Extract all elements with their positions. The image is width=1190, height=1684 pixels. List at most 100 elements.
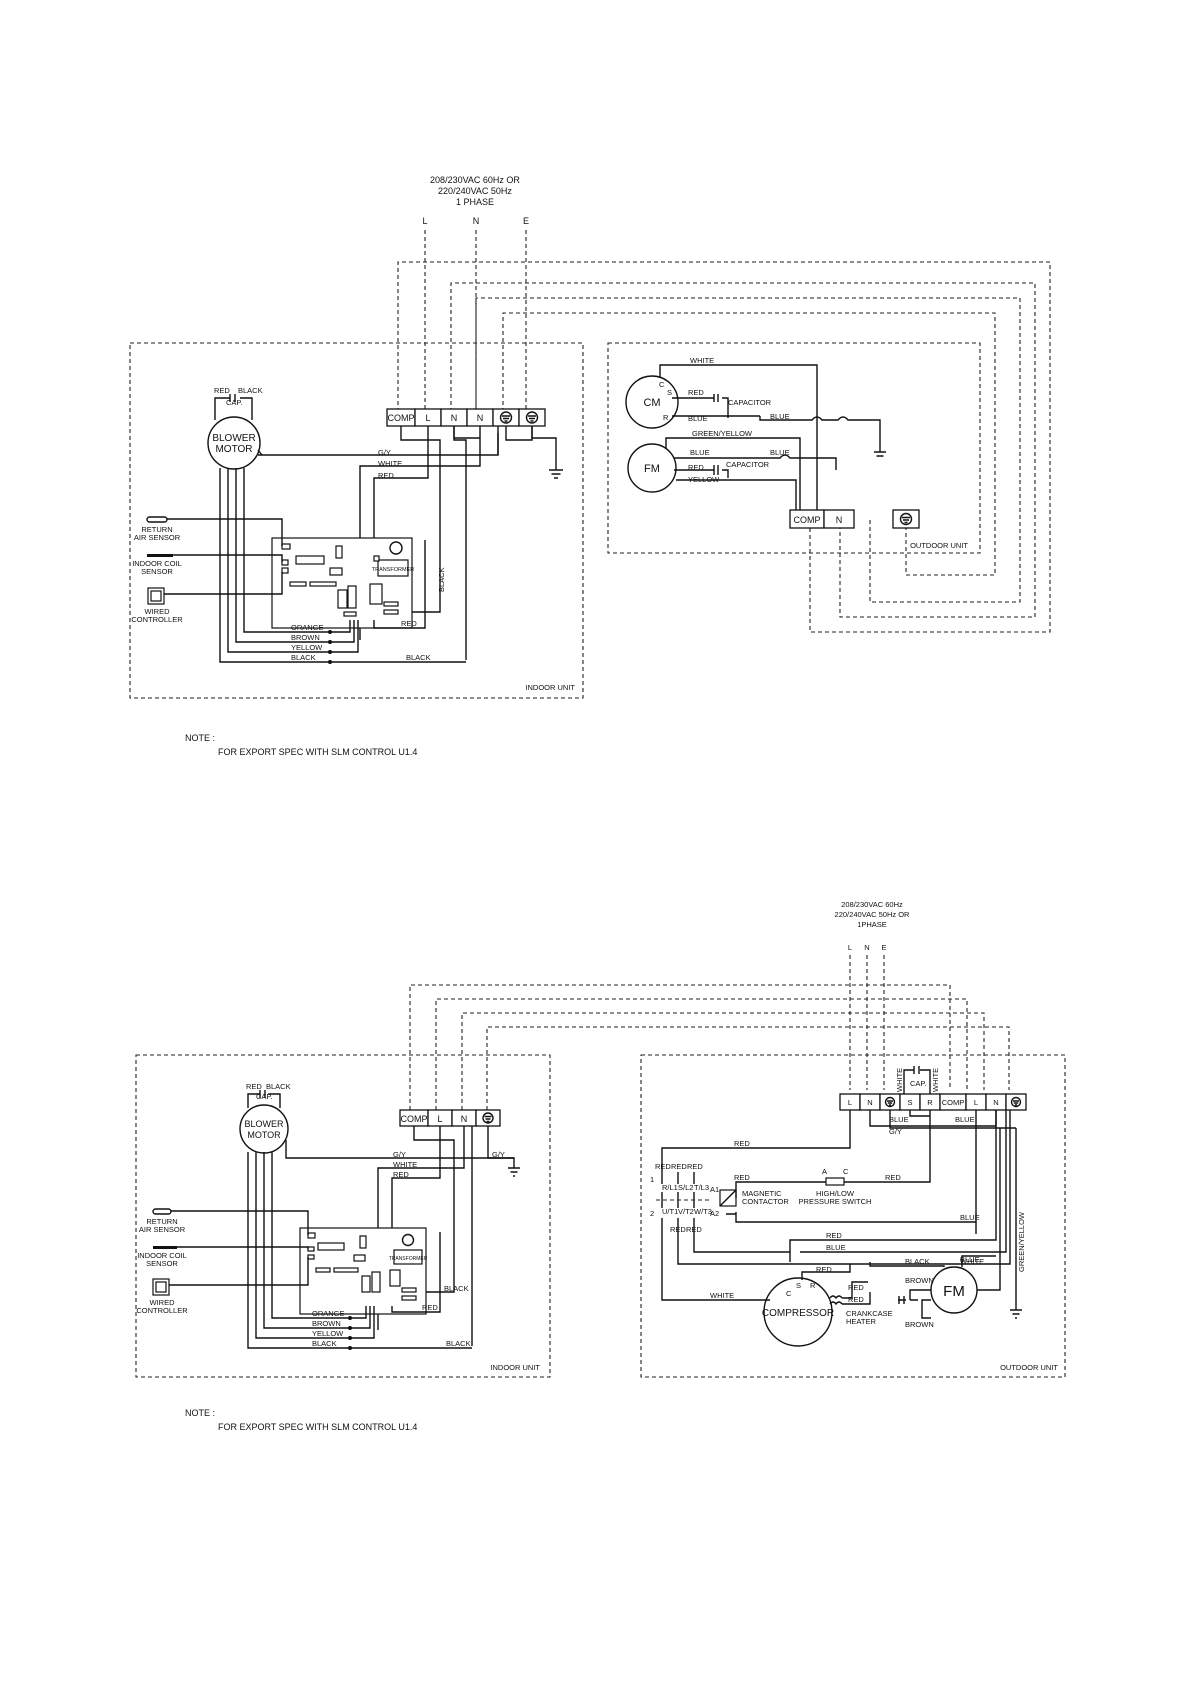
d2-sensor-3a: WIRED — [150, 1298, 176, 1307]
d2-crankcase-2: HEATER — [846, 1317, 876, 1326]
d2-red-e: RED — [686, 1225, 702, 1234]
d1-fm-blue: BLUE — [690, 448, 710, 457]
d2-supply-line-1: 208/230VAC 60Hz — [841, 900, 903, 909]
d2-supply-line-2: 220/240VAC 50Hz OR — [835, 910, 910, 919]
d2-red-f: RED — [734, 1139, 750, 1148]
d2-black: BLACK — [905, 1257, 930, 1266]
d1-term-comp: COMP — [388, 413, 415, 423]
d2-indoor-frame — [135, 1054, 551, 1378]
d2-interconnect-3 — [461, 1012, 985, 1110]
d2-blue-e: BLUE — [960, 1255, 980, 1264]
d1-lead-orange — [243, 468, 330, 633]
d2-red-a: RED — [655, 1162, 671, 1171]
d2-wire-red — [391, 1126, 441, 1232]
d2-sensor-2a: INDOOR COIL — [137, 1251, 187, 1260]
d2-cap-white-b: WHITE — [931, 1068, 940, 1092]
d1-wire-earth-bridge — [505, 426, 533, 441]
d2-red-c: RED — [687, 1162, 703, 1171]
d1-transformer-label: TRANSFORMER — [372, 567, 415, 573]
d1-label-red2: RED — [401, 619, 417, 628]
d2-ct-bot-3: W/T3 — [694, 1207, 712, 1216]
ground-icon — [549, 469, 563, 479]
d2-magnetic-contactor: RED RED RED R/L1 S/L2 T/L3 U/T1 V/T2 W/T… — [650, 1162, 789, 1234]
d1-cm-label: CM — [643, 397, 660, 409]
d2-cap-wire-red: RED — [246, 1082, 262, 1091]
d2-label-orange: ORANGE — [312, 1309, 345, 1318]
d2-supply-n: N — [864, 943, 869, 952]
d2-label-gy2: G/Y — [492, 1150, 505, 1159]
d2-interconnect-4 — [486, 1026, 1010, 1110]
d1-blower-label-2: MOTOR — [215, 444, 252, 455]
d1-cm-capacitor: CAPACITOR — [728, 398, 772, 407]
d2-out-term-n2: N — [993, 1098, 998, 1107]
d2-blower-label-2: MOTOR — [247, 1130, 281, 1140]
d2-blower-motor: BLOWER MOTOR RED BLACK CAP. — [239, 1082, 515, 1168]
d2-out-term-n1: N — [867, 1098, 872, 1107]
earth-icon — [525, 411, 539, 424]
d2-sensor-3b: CONTROLLER — [136, 1306, 188, 1315]
earth-icon — [1010, 1096, 1022, 1108]
d1-sensor-2b: SENSOR — [141, 567, 173, 576]
d1-label-brown: BROWN — [291, 633, 320, 642]
d1-indoor-terminal-block: COMP L N N — [386, 408, 546, 427]
d1-indoor-unit-label: INDOOR UNIT — [525, 683, 575, 692]
d2-wired-controller: WIRED CONTROLLER — [136, 1257, 309, 1315]
d1-cap-wire-black: BLACK — [238, 386, 263, 395]
d1-fm-capacitor: CAPACITOR — [726, 460, 770, 469]
d2-outdoor-unit-label: OUTDOOR UNIT — [1000, 1363, 1058, 1372]
d1-supply-e: E — [523, 216, 529, 226]
d2-comp-c: C — [786, 1289, 792, 1298]
d2-out-term-l2: L — [974, 1098, 978, 1107]
d2-comp-s: S — [796, 1281, 801, 1290]
d1-wire-red — [373, 426, 429, 540]
d2-cap-label: CAP. — [256, 1092, 273, 1101]
earth-icon — [884, 1096, 896, 1108]
d1-wire-black-board — [453, 426, 467, 660]
d2-red-h: RED — [885, 1173, 901, 1182]
d2-term-l: L — [437, 1114, 442, 1124]
d2-label-yellow: YELLOW — [312, 1329, 344, 1338]
d1-term-l: L — [425, 413, 430, 423]
d1-cm-white: WHITE — [690, 356, 714, 365]
d1-wire-n-bridge — [453, 426, 480, 439]
d1-wired-controller: WIRED CONTROLLER — [131, 572, 283, 624]
d2-ct-bot-1: U/T1 — [662, 1207, 678, 1216]
d1-label-yellow: YELLOW — [291, 643, 323, 652]
d2-ct-num-1: 1 — [650, 1175, 654, 1184]
d2-out-term-l1: L — [848, 1098, 852, 1107]
d1-note-text: FOR EXPORT SPEC WITH SLM CONTROL U1.4 — [218, 747, 417, 757]
d2-label-brown: BROWN — [312, 1319, 341, 1328]
d1-indoor-coil-sensor: INDOOR COIL SENSOR — [132, 554, 283, 576]
d2-label-gy: G/Y — [393, 1150, 406, 1159]
d1-return-air-sensor: RETURN AIR SENSOR — [134, 516, 283, 546]
d2-ct-bot-2: V/T2 — [678, 1207, 694, 1216]
diagram-2: 208/230VAC 60Hz 220/240VAC 50Hz OR 1PHAS… — [135, 900, 1066, 1432]
d1-cm-r: R — [663, 413, 669, 422]
d2-out-term-r: R — [927, 1098, 933, 1107]
d2-label-black3: BLACK — [446, 1339, 471, 1348]
d2-indoor-unit: INDOOR UNIT COMP L N BLOWER MOTOR RED BL… — [135, 1054, 551, 1378]
d2-out-term-s: S — [907, 1098, 912, 1107]
d2-sensor-2b: SENSOR — [146, 1259, 178, 1268]
d1-cm-blue: BLUE — [688, 414, 708, 423]
d2-term-n: N — [461, 1114, 468, 1124]
d1-sensor-3b: CONTROLLER — [131, 615, 183, 624]
d1-sensor-1b: AIR SENSOR — [134, 533, 181, 542]
d2-white-d: WHITE — [960, 1257, 984, 1266]
d2-label-red2: RED — [422, 1303, 438, 1312]
d1-outdoor-terminal-block: COMP N — [789, 509, 920, 529]
d1-lead-yellow — [227, 468, 330, 653]
d2-a2: A2 — [710, 1209, 719, 1218]
d2-interconnect-2 — [435, 998, 968, 1110]
d2-outdoor-terminal-block: L N S R COMP L N — [839, 1093, 1027, 1111]
d1-outdoor-unit-label: OUTDOOR UNIT — [910, 541, 968, 550]
d1-blower-label-1: BLOWER — [212, 433, 255, 444]
d2-pressure-switch: A C HIGH/LOW PRESSURE SWITCH — [799, 1167, 872, 1206]
earth-icon — [482, 1112, 494, 1124]
d1-indoor-unit: INDOOR UNIT COMP L N N BLOWER MOTOR RED … — [129, 342, 584, 699]
d1-cap-label: CAP. — [226, 398, 243, 407]
d1-cm-s: S — [667, 388, 672, 397]
d2-blue-b: BLUE — [955, 1115, 975, 1124]
d2-sensor-1b: AIR SENSOR — [139, 1225, 186, 1234]
